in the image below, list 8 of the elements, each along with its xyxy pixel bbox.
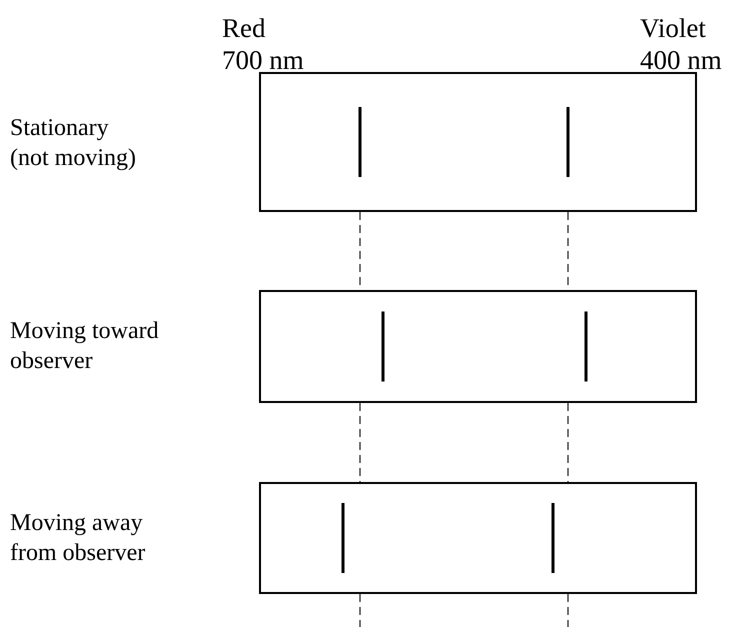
- axis-label: Red 700 nm: [222, 12, 305, 76]
- axis-label: Violet 400 nm: [640, 12, 723, 76]
- spectrum-box: [259, 290, 697, 403]
- spectrum-box: [259, 72, 697, 212]
- row-label: Moving away from observer: [10, 509, 146, 568]
- spectrum-box: [259, 482, 697, 594]
- row-label: Moving toward observer: [10, 317, 160, 376]
- row-label: Stationary (not moving): [10, 114, 137, 173]
